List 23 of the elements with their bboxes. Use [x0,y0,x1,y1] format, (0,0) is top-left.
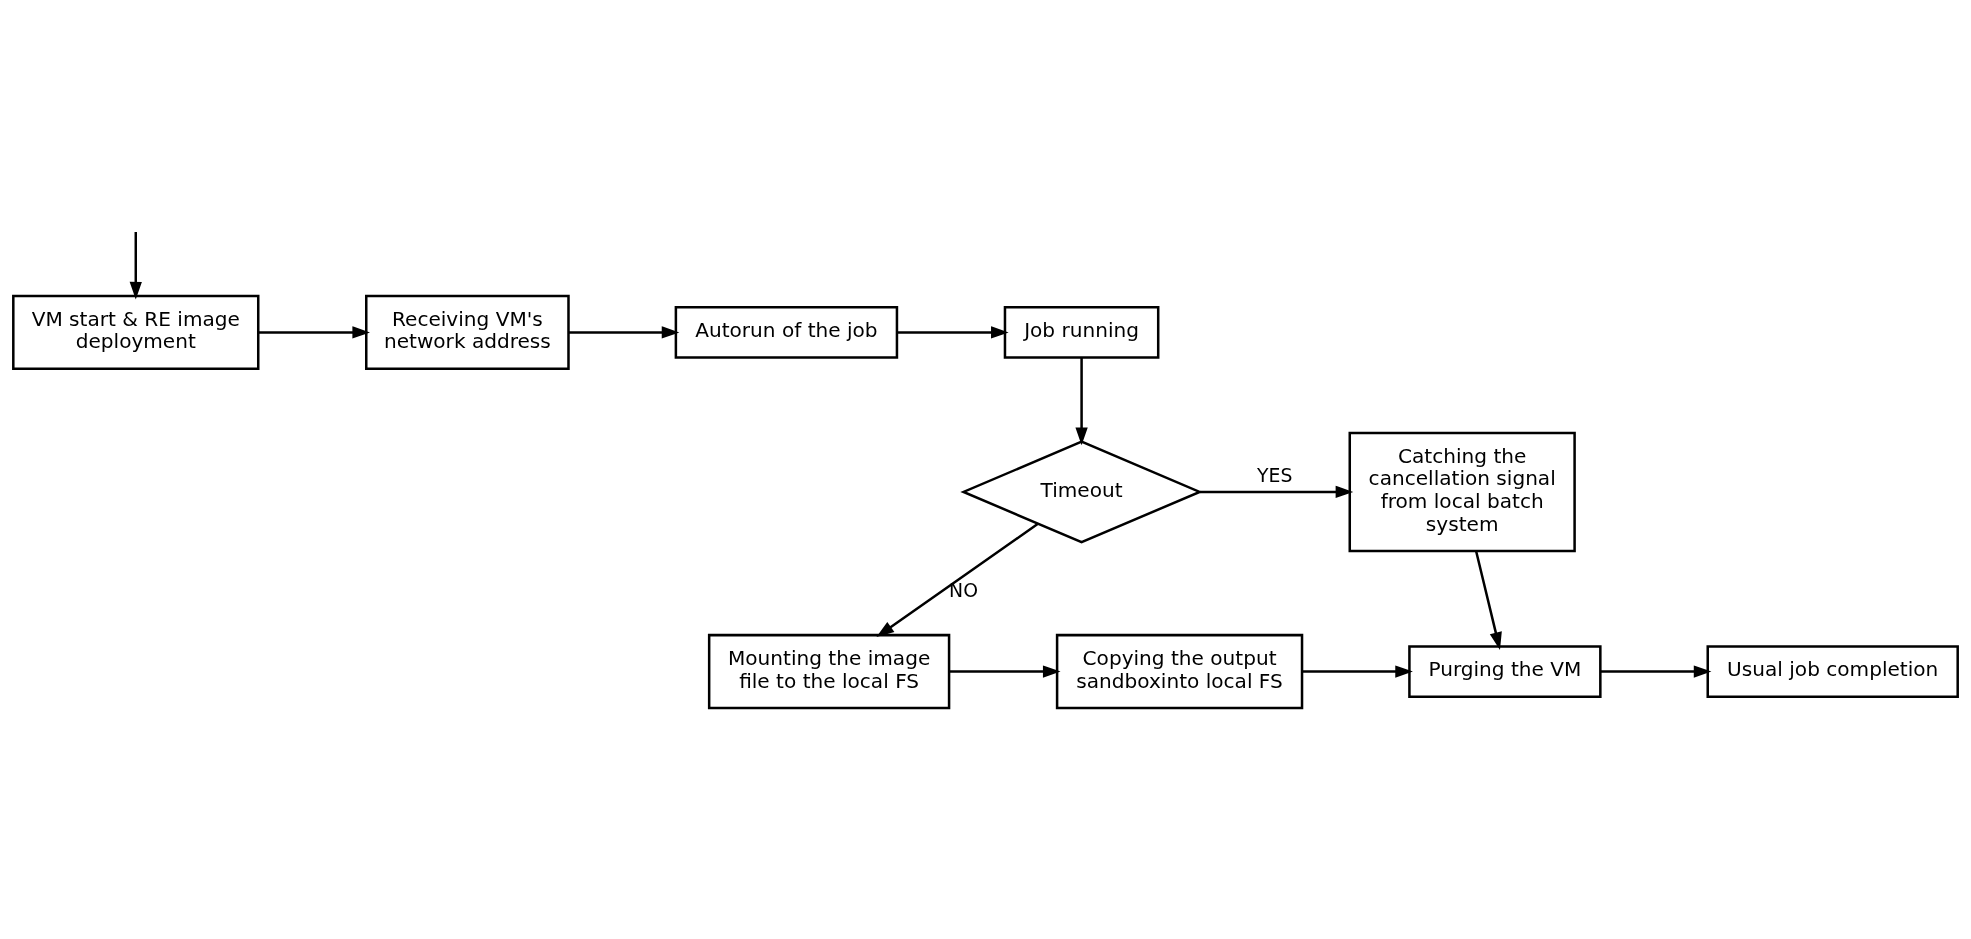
node-box: Autorun of the job [674,306,899,359]
node-box: Catching the cancellation signal from local batch system [1348,431,1576,553]
node-diamond: Timeout [960,440,1203,544]
arrow [1474,550,1502,650]
arrow [258,326,370,339]
node-box: Purging the VM [1408,645,1602,698]
arrow [568,326,680,339]
node-box: VM start & RE image deployment [12,294,260,371]
arrow [949,665,1061,678]
arrow [129,232,142,300]
arrow [1302,665,1413,678]
edge-label: NO [949,580,978,602]
arrow [897,326,1009,339]
arrow [876,523,1039,638]
node-box: Copying the output sandboxinto local FS [1055,633,1304,710]
node-box: Usual job completion [1706,645,1959,698]
edge-label: YES [1257,464,1293,486]
arrow [1199,485,1354,499]
node-box: Mounting the image file to the local FS [707,633,951,710]
node-box: Receiving VM's network address [365,294,570,371]
node-box: Job running [1003,306,1160,359]
arrow [1600,665,1712,678]
arrow [1075,357,1088,446]
